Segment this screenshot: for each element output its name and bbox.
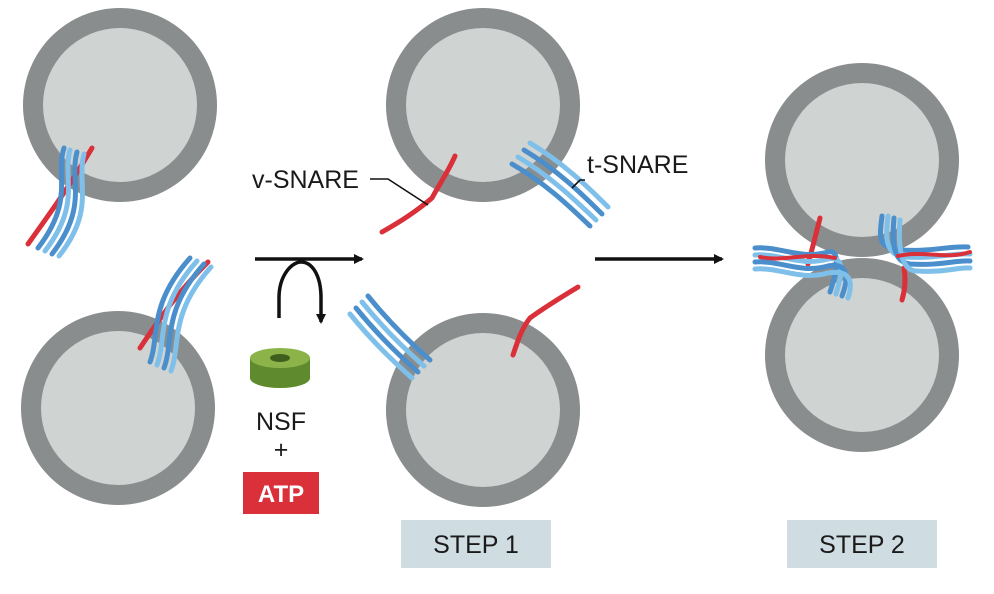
- left-bottom-cis-snare-complex: [137, 255, 214, 374]
- t-snare-leader-line: [571, 179, 585, 189]
- step1-top-v-snare: [379, 153, 458, 235]
- left-top-vesicle: [23, 8, 217, 202]
- atp-badge: ATP: [243, 472, 319, 514]
- step1-top-vesicle: [386, 8, 580, 202]
- step2-label: STEP 2: [819, 531, 905, 559]
- step2-bottom-vesicle: [765, 258, 959, 452]
- step1-box: STEP 1: [401, 520, 551, 568]
- v-snare-leader-line: [370, 178, 429, 206]
- step2-box: STEP 2: [787, 520, 937, 568]
- dissociation-arrow: [255, 254, 364, 324]
- step2-top-vesicle: [765, 63, 959, 257]
- step1-bottom-v-snare: [510, 284, 581, 358]
- step1-bottom-t-snare: [347, 293, 433, 381]
- nsf-label: NSF: [256, 408, 306, 436]
- left-top-cis-snare-complex: [25, 145, 95, 259]
- nsf-hexamer-icon: [250, 348, 310, 388]
- t-snare-label: t-SNARE: [587, 151, 688, 179]
- atp-label: ATP: [258, 481, 304, 508]
- step1-bottom-vesicle: [386, 313, 580, 507]
- step2-right-trans-snare-complex: [877, 213, 973, 303]
- step2-left-trans-snare-complex: [752, 215, 853, 301]
- left-bottom-vesicle: [21, 311, 215, 505]
- step1-top-t-snare: [509, 140, 611, 229]
- v-snare-label: v-SNARE: [252, 166, 359, 194]
- step1-label: STEP 1: [433, 531, 519, 559]
- plus-sign: +: [274, 436, 289, 464]
